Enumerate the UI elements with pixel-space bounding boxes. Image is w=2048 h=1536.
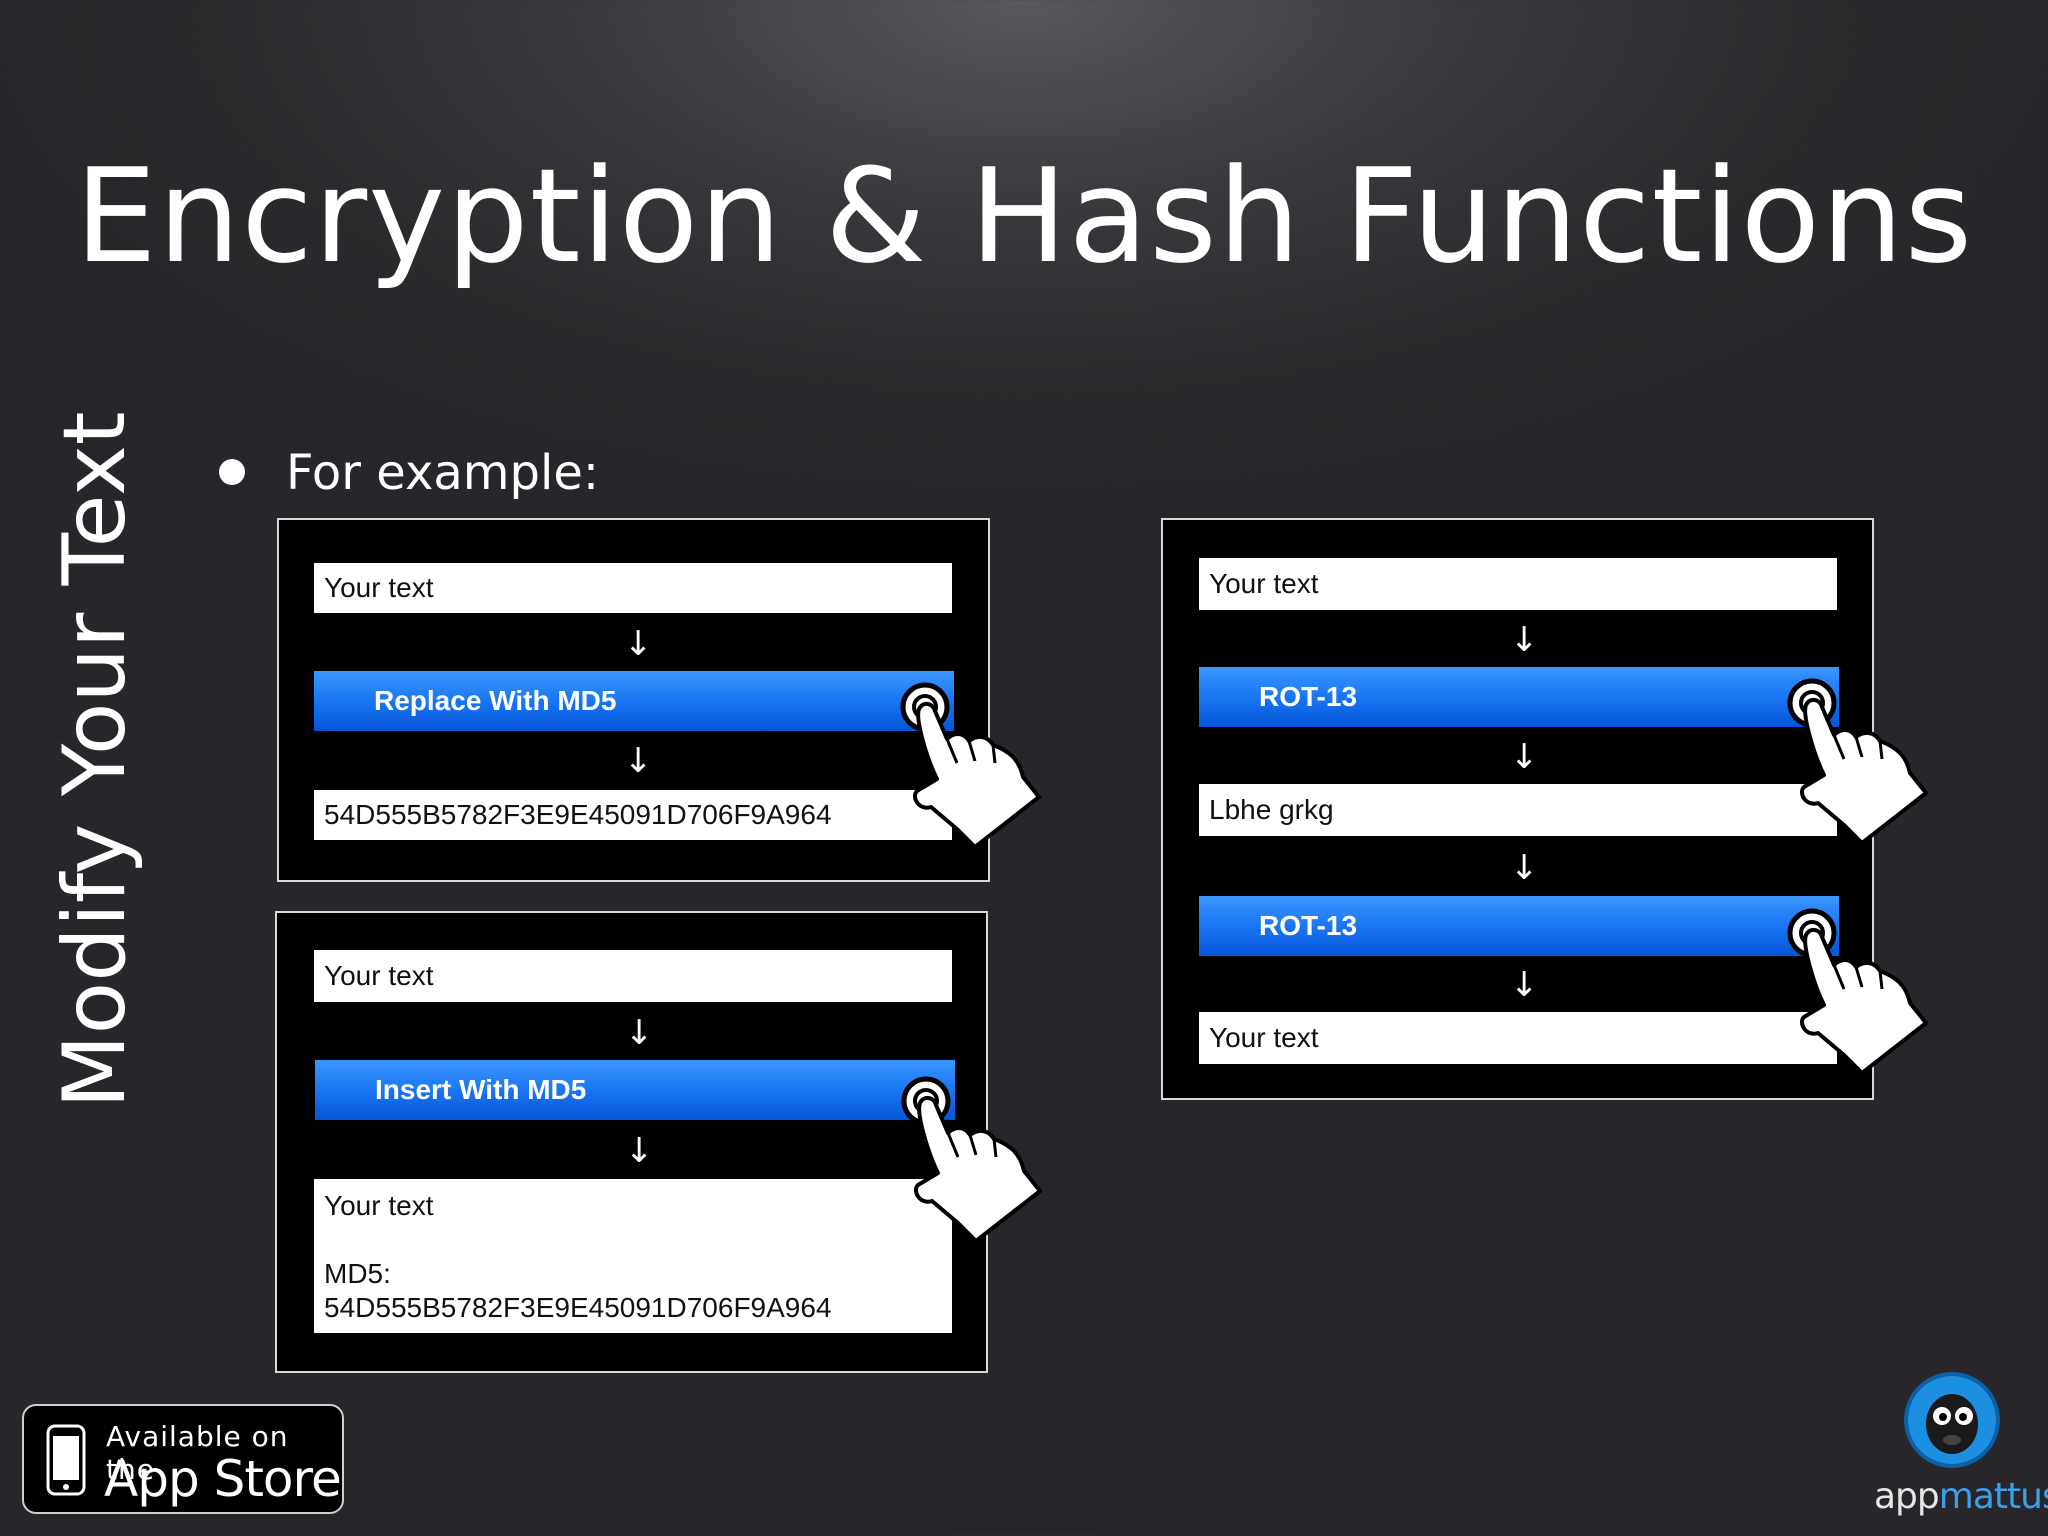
input-field[interactable]: Your text	[314, 563, 952, 613]
tap-hand-icon	[1784, 905, 1934, 1075]
down-arrow-icon: ↓	[625, 1013, 654, 1053]
down-arrow-icon: ↓	[625, 1131, 654, 1171]
rot13-button[interactable]: ROT-13	[1199, 896, 1839, 956]
bullet-text: For example:	[286, 445, 600, 501]
down-arrow-icon: ↓	[1510, 620, 1539, 660]
appmattus-sheep-logo-icon	[1904, 1372, 2000, 1468]
output-field[interactable]: Your text	[1199, 1012, 1837, 1064]
side-title: Modify Your Text	[45, 411, 145, 1109]
down-arrow-icon: ↓	[1510, 848, 1539, 888]
output-line: 54D555B5782F3E9E45091D706F9A964	[324, 1292, 832, 1323]
badge-caption: Available on the	[106, 1420, 289, 1486]
badge-store-name: App Store	[104, 1450, 342, 1508]
app-store-badge[interactable]: Available on the App Store	[22, 1404, 344, 1514]
tap-hand-icon	[897, 679, 1047, 849]
wordmark-part: app	[1874, 1476, 1940, 1517]
rot13-example-panel: Your text ↓ ROT-13 ↓ Lbhe grkg ↓ ROT-13 …	[1161, 518, 1874, 1100]
slide-title: Encryption & Hash Functions	[74, 140, 1974, 292]
output-line: Your text	[324, 1190, 434, 1221]
tap-hand-icon	[898, 1073, 1048, 1243]
appmattus-wordmark: appmattus	[1874, 1476, 2048, 1517]
insert-with-md5-button[interactable]: Insert With MD5	[315, 1060, 955, 1120]
output-field[interactable]: 54D555B5782F3E9E45091D706F9A964	[314, 790, 952, 840]
input-field[interactable]: Your text	[314, 950, 952, 1002]
phone-icon	[46, 1424, 86, 1496]
down-arrow-icon: ↓	[1510, 737, 1539, 777]
down-arrow-icon: ↓	[624, 624, 653, 664]
input-field[interactable]: Your text	[1199, 558, 1837, 610]
tap-hand-icon	[1784, 675, 1934, 845]
intermediate-field[interactable]: Lbhe grkg	[1199, 784, 1837, 836]
output-field[interactable]: Your text MD5: 54D555B5782F3E9E45091D706…	[314, 1179, 952, 1333]
down-arrow-icon: ↓	[1510, 965, 1539, 1005]
down-arrow-icon: ↓	[624, 741, 653, 781]
replace-with-md5-button[interactable]: Replace With MD5	[314, 671, 954, 731]
wordmark-part: mattus	[1938, 1476, 2048, 1517]
output-line: MD5:	[324, 1258, 391, 1289]
bullet-point-icon	[219, 459, 245, 485]
insert-md5-example-panel: Your text ↓ Insert With MD5 ↓ Your text …	[275, 911, 988, 1373]
rot13-button[interactable]: ROT-13	[1199, 667, 1839, 727]
replace-md5-example-panel: Your text ↓ Replace With MD5 ↓ 54D555B57…	[277, 518, 990, 882]
